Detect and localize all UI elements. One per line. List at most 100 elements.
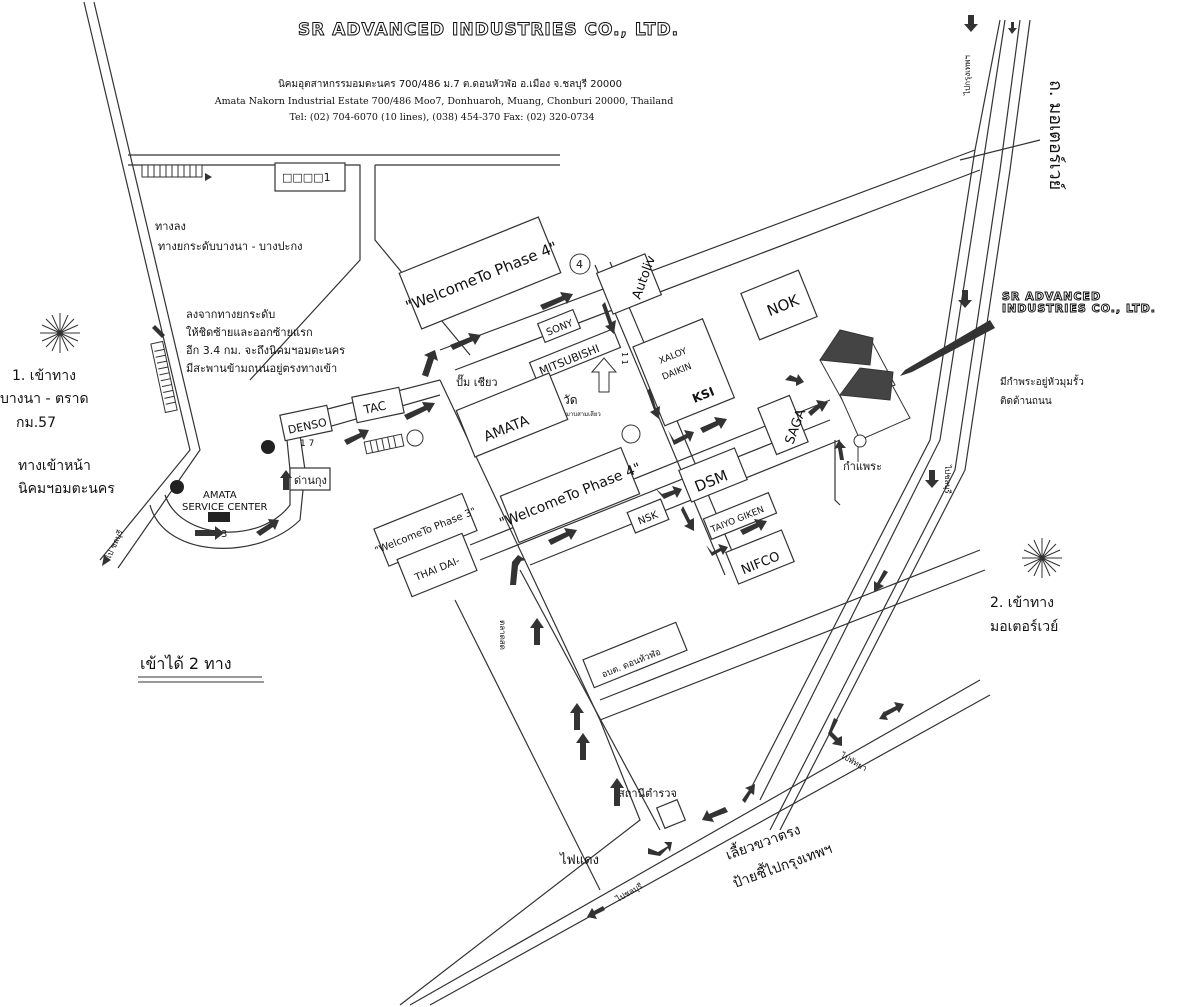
barrier-top: [141, 164, 203, 178]
shrine-label: กำแพระ: [843, 460, 882, 473]
roundabout-center: [621, 424, 641, 444]
estate-road-south: [529, 439, 841, 566]
to-pattaya: ไปพัทยา: [838, 750, 868, 773]
toll-label: ด่านกุง: [294, 474, 327, 487]
landmark-dot: [170, 480, 184, 494]
wall-note-2: ติดด้านถนน: [1000, 395, 1052, 407]
arrow-right-icon: [808, 400, 828, 416]
factory-access-road: [834, 440, 841, 506]
arrow-right-icon: [548, 528, 577, 545]
arrow-up-right-icon: [742, 784, 755, 803]
exit-title: ทางลง: [155, 220, 186, 233]
exit-text: ทางยกระดับบางนา - บางปะกง: [158, 240, 303, 253]
traffic-light-label: ไฟแดง: [559, 852, 599, 868]
tac-label: TAC: [361, 398, 387, 417]
arrow-up-icon: [610, 778, 624, 806]
barrier-entry: [363, 433, 405, 455]
instruction-3: อีก 3.4 กม. จะถึงนิคมฯอมตะนคร: [186, 344, 346, 357]
arrow-turn-icon: [655, 486, 682, 499]
sony-building: [536, 308, 582, 344]
to-bangkok-top: ไปกรุงเทพฯ: [963, 55, 972, 96]
address-english: Amata Nakorn Industrial Estate 700/486 M…: [214, 96, 674, 107]
arrow-right-icon: [700, 417, 727, 433]
to-chonburi-left: ไป ชลบุรี: [103, 528, 125, 562]
toll-building: [289, 467, 331, 491]
arrow-up-icon: [280, 470, 292, 490]
nsk-building: [626, 498, 670, 534]
police-building: [655, 798, 687, 830]
arrow-right-icon: [450, 333, 481, 350]
sr-factory-building: [819, 329, 911, 441]
sun-icon: [1022, 538, 1062, 578]
arrow-down-left-icon: [874, 570, 888, 592]
arrow-up-icon: [834, 440, 846, 460]
road-marker-3: 3: [221, 529, 227, 540]
gate-label: □□□□1: [282, 171, 331, 184]
arrow-up-icon: [570, 703, 584, 730]
address-thai: นิคมอุตสาหกรรมอมตะนคร 700/486 ม.7 ต.ดอนห…: [278, 78, 622, 90]
to-chonburi-bottom: ไปชลบุรี: [614, 881, 645, 904]
arrow-right-icon: [256, 519, 279, 536]
arrow-right-icon: [195, 526, 224, 540]
mitsubishi-building: [528, 328, 622, 382]
arrow-right-icon: [404, 402, 435, 420]
arrow-left-icon: [702, 807, 728, 822]
arrow-turn-icon: [785, 374, 804, 386]
instruction-1: ลงจากทางยกระดับ: [186, 308, 275, 321]
obt-building: [582, 621, 688, 689]
arrow-up-right-icon: [422, 350, 438, 377]
amata-building: [455, 372, 569, 458]
tac-building: [351, 386, 405, 424]
temple-sub-label: มาบสามเลียว: [566, 410, 601, 418]
contact-info: Tel: (02) 704-6070 (10 lines), (038) 454…: [289, 112, 594, 123]
arrow-right-icon: [884, 702, 904, 716]
arrow-down-icon: [1008, 22, 1017, 34]
direction-arrows: [152, 15, 1017, 919]
dsm-building: [678, 447, 748, 503]
arrow-right-icon: [740, 519, 767, 535]
arrow-right-icon: [540, 292, 573, 310]
arrow-down-icon: [647, 388, 660, 419]
thai-dai-building: [396, 532, 478, 598]
roundabout-icon: [406, 429, 424, 447]
bangna-trad-road: [83, 1, 201, 569]
arrow-down-icon: [602, 302, 616, 334]
route2-line2: มอเตอร์เวย์: [990, 618, 1058, 635]
autoliv-building: [595, 253, 663, 315]
motorway-vertical-label: ถ. มอเตอร์เวย์: [1045, 80, 1066, 190]
route1-line1: 1. เข้าทาง: [12, 368, 76, 384]
arrow-left-icon: [587, 906, 605, 919]
pump-label: ปั๊ม เชียว: [456, 374, 498, 389]
route2-line1: 2. เข้าทาง: [990, 595, 1054, 611]
road-marker-11: 1 1: [620, 352, 629, 365]
route1-line2: บางนา - ตราด: [0, 391, 89, 407]
arrow-right-icon: [205, 173, 212, 181]
arrow-turn-icon: [648, 842, 672, 856]
police-label: สถานีตำรวจ: [618, 787, 677, 800]
saga-building: [757, 394, 809, 456]
entry-road: [149, 379, 441, 549]
phase4-marker-icon: [569, 253, 591, 275]
shrine-icon: [853, 434, 867, 448]
instruction-2: ให้ชิดซ้ายและออกซ้ายแรก: [186, 326, 313, 339]
welcome-phase4-top: [398, 216, 562, 330]
sun-icon: [40, 313, 80, 353]
arrow-turn-icon: [510, 555, 526, 585]
arrow-up-icon: [576, 733, 590, 760]
elevated-road-pylons: [150, 340, 178, 414]
nifco-building: [725, 529, 795, 585]
market-label: ตลาดสด: [498, 620, 507, 650]
route1-sub1: ทางเข้าหน้า: [18, 458, 91, 474]
arrow-down-left-icon: [102, 555, 111, 566]
taiyo-building: [702, 491, 778, 541]
pointer-arrow-icon: [900, 320, 995, 376]
nok-building: [740, 269, 818, 341]
route1-sub2: นิคมฯอมตะนคร: [18, 481, 115, 497]
phase4-marker: 4: [576, 258, 583, 271]
arrow-up-icon: [530, 618, 544, 645]
landmark-dot: [261, 440, 275, 454]
xaloy-daikin-ksi-block: [632, 318, 736, 427]
